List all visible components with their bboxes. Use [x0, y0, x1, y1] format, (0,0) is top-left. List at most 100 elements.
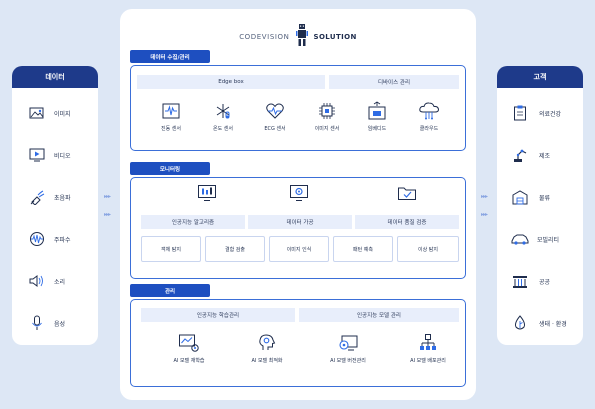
- section-monitoring: 인공지능 알고리즘 데이터 가공 데이터 품질 검증 객체 탐지 결함 검출 이…: [130, 177, 466, 279]
- device-cloud: 클라우드: [403, 100, 455, 132]
- device-management-bar: 디바이스 관리: [329, 75, 459, 89]
- chip-icon: [301, 100, 353, 122]
- data-source-video: 비디오: [12, 143, 98, 167]
- customer-label: 모빌리티: [537, 236, 560, 244]
- flow-arrow-right-bottom: ▸▸▸: [481, 211, 488, 218]
- sensor-temperature: 온도 센서: [197, 100, 249, 132]
- data-source-label: 소리: [54, 278, 66, 286]
- device-label: 클라우드: [419, 126, 439, 132]
- data-source-label: 음성: [54, 320, 66, 328]
- robot-arm-icon: [511, 146, 529, 164]
- customer-manufacturing: 제조: [497, 143, 583, 167]
- logo-text-codevision: CODEVISION: [239, 33, 290, 41]
- section-label-monitoring: 모니터링: [130, 162, 210, 175]
- data-gear-icon: [273, 182, 325, 204]
- sensor-label: 이미지 센서: [314, 126, 340, 132]
- action-retrain: AI 모델 재학습: [159, 332, 219, 364]
- vibration-sensor-icon: [145, 100, 197, 122]
- section-collection: Edge box 디바이스 관리 진동 센서 온도 센서 ECG 센서 이미지 …: [130, 65, 466, 151]
- data-processing-bar: 데이터 가공: [248, 215, 352, 229]
- data-source-label: 이미지: [54, 110, 71, 118]
- cloud-icon: [403, 100, 455, 122]
- sensor-label: 온도 센서: [213, 126, 233, 132]
- customer-label: 공공: [539, 278, 551, 286]
- data-processing-icon-tile: [273, 182, 325, 204]
- data-source-label: 초음파: [54, 194, 71, 202]
- task-anomaly-detection: 이상 탐지: [397, 236, 459, 262]
- action-version: AI 모델 버전관리: [317, 332, 379, 364]
- deploy-network-icon: [397, 332, 459, 354]
- frequency-wave-icon: [28, 230, 46, 248]
- sensor-vibration: 진동 센서: [145, 100, 197, 132]
- customer-medical: 의료건강: [497, 101, 583, 125]
- robot-icon: [295, 23, 309, 51]
- data-sources-title: 데이터: [12, 66, 98, 88]
- microphone-icon: [28, 314, 46, 332]
- action-label: AI 모델 재학습: [173, 358, 205, 364]
- data-sources-panel: 데이터 이미지 비디오 초음파 주파수 소리 음성: [12, 66, 98, 345]
- logo-text-solution: SOLUTION: [313, 33, 357, 41]
- data-source-ultrasound: 초음파: [12, 185, 98, 209]
- action-optimize: AI 모델 최적화: [237, 332, 297, 364]
- public-building-icon: [511, 272, 529, 290]
- section-label-collection: 데이터 수집/관리: [130, 50, 210, 63]
- ai-algorithm-bar: 인공지능 알고리즘: [141, 215, 245, 229]
- customer-label: 제조: [539, 152, 551, 160]
- codevision-logo: CODEVISION SOLUTION: [120, 23, 476, 51]
- speaker-icon: [28, 272, 46, 290]
- customer-logistics: 물류: [497, 185, 583, 209]
- data-source-image: 이미지: [12, 101, 98, 125]
- temperature-sensor-icon: [197, 100, 249, 122]
- sensor-ecg: ECG 센서: [249, 100, 301, 132]
- sensor-label: 진동 센서: [161, 126, 181, 132]
- leaf-drop-icon: [511, 314, 529, 332]
- sensor-label: ECG 센서: [264, 126, 286, 132]
- customer-label: 의료건강: [539, 110, 562, 118]
- task-image-recognition: 이미지 인식: [269, 236, 329, 262]
- flow-arrow-left-bottom: ▸▸▸: [104, 211, 111, 218]
- device-label: 임베디드: [367, 126, 387, 132]
- solution-panel: CODEVISION SOLUTION 데이터 수집/관리 Edge box 디…: [120, 9, 476, 400]
- heartbeat-icon: [249, 100, 301, 122]
- task-pattern-prediction: 패턴 예측: [333, 236, 393, 262]
- customer-label: 생태 · 환경: [539, 320, 567, 328]
- action-label: AI 모델 배포관리: [410, 358, 446, 364]
- retrain-icon: [159, 332, 219, 354]
- section-label-management: 관리: [130, 284, 210, 297]
- car-icon: [511, 230, 529, 248]
- customer-public: 공공: [497, 269, 583, 293]
- customer-label: 물류: [539, 194, 551, 202]
- embedded-device-icon: [351, 100, 403, 122]
- customer-mobility: 모빌리티: [497, 227, 583, 251]
- customer-eco: 생태 · 환경: [497, 311, 583, 335]
- quality-check-bar: 데이터 품질 검증: [355, 215, 459, 229]
- model-management-bar: 인공지능 모델 관리: [299, 308, 459, 322]
- brain-gear-icon: [237, 332, 297, 354]
- learning-management-bar: 인공지능 학습관리: [141, 308, 295, 322]
- device-embedded: 임베디드: [351, 100, 403, 132]
- task-defect-detection: 결함 검출: [205, 236, 265, 262]
- data-source-frequency: 주파수: [12, 227, 98, 251]
- folder-check-icon: [381, 182, 433, 204]
- warehouse-icon: [511, 188, 529, 206]
- action-label: AI 모델 최적화: [251, 358, 283, 364]
- monitor-chart-icon: [181, 182, 233, 204]
- action-label: AI 모델 버전관리: [330, 358, 366, 364]
- customers-title: 고객: [497, 66, 583, 88]
- data-source-sound: 소리: [12, 269, 98, 293]
- flow-arrow-right-top: ▸▸▸: [481, 193, 488, 200]
- ai-algorithm-icon-tile: [181, 182, 233, 204]
- medical-chart-icon: [511, 104, 529, 122]
- ultrasound-probe-icon: [28, 188, 46, 206]
- flow-arrow-left-top: ▸▸▸: [104, 193, 111, 200]
- action-deploy: AI 모델 배포관리: [397, 332, 459, 364]
- section-management: 인공지능 학습관리 인공지능 모델 관리 AI 모델 재학습 AI 모델 최적화…: [130, 299, 466, 387]
- task-object-detection: 객체 탐지: [141, 236, 201, 262]
- sensor-image: 이미지 센서: [301, 100, 353, 132]
- video-icon: [28, 146, 46, 164]
- image-icon: [28, 104, 46, 122]
- quality-check-icon-tile: [381, 182, 433, 204]
- customers-panel: 고객 의료건강 제조 물류 모빌리티 공공 생태 · 환경: [497, 66, 583, 345]
- data-source-voice: 음성: [12, 311, 98, 335]
- data-source-label: 주파수: [54, 236, 71, 244]
